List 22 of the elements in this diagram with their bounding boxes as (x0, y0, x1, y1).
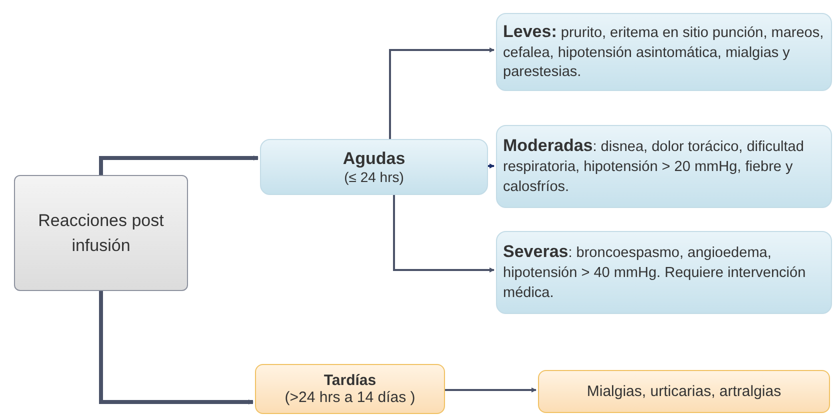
description-text: Leves: prurito, eritema en sitio punción, mareos, cefalea, hipotensión asintomática, mialgias y parestesias. (502, 20, 825, 82)
description-text: Severas: broncoespasmo, angioedema, hipotensión > 40 mmHg. Requiere intervención médica. (502, 241, 807, 303)
time-range: (>24 hrs a 14 días ) (284, 389, 416, 406)
box-label: Mialgias, urticarias, artralgias (586, 383, 782, 400)
description-box (538, 370, 830, 413)
process-box (14, 175, 188, 291)
arrow (99, 156, 258, 175)
box-label: Reacciones post infusión (37, 210, 165, 257)
arrow (99, 291, 254, 404)
description-text: Moderadas: disnea, dolor torácico, dificultad respiratoria, hipotensión > 20 mmHg, fiebre y calosfríos. (502, 135, 805, 197)
arrow (488, 164, 494, 168)
arrow (393, 195, 494, 272)
category-box (255, 364, 445, 414)
time-range: (≤ 24 hrs) (344, 169, 404, 185)
description-box (496, 13, 832, 91)
description-box (496, 231, 832, 314)
arrow (389, 48, 494, 139)
category-title: Tardías (324, 372, 376, 389)
description-box (496, 125, 832, 208)
category-box (260, 139, 488, 195)
arrow (445, 388, 536, 392)
category-title: Agudas (342, 149, 406, 169)
